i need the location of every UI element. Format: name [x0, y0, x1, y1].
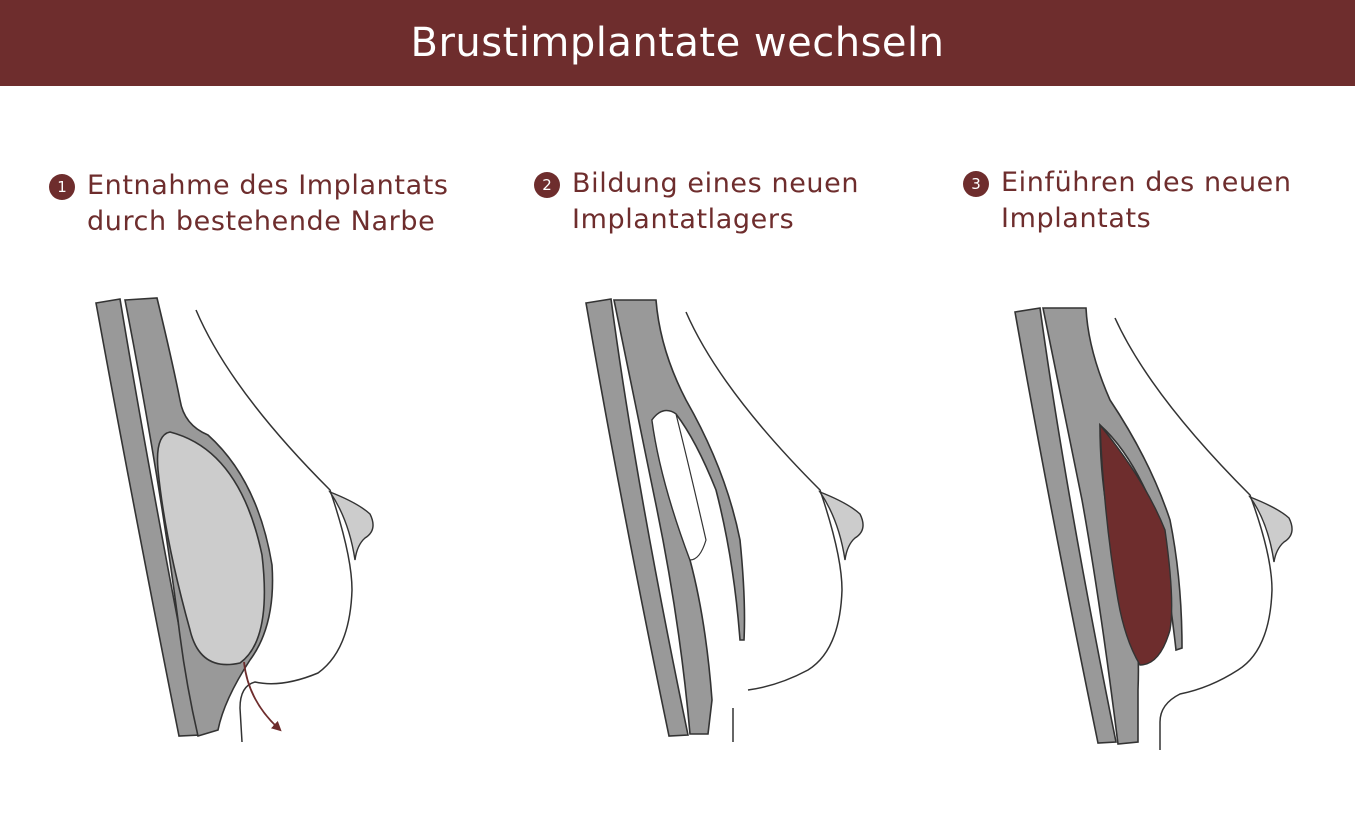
- step-3-text: Einführen des neuen Implantats: [1001, 165, 1292, 237]
- nipple: [818, 490, 864, 561]
- page-title: Brustimplantate wechseln: [410, 20, 945, 66]
- nipple: [328, 490, 374, 561]
- pectoral-muscle: [1042, 307, 1183, 745]
- skin-outline: [195, 309, 353, 743]
- new-pocket-cavity: [651, 410, 707, 561]
- step-3-line-2: Implantats: [1001, 203, 1152, 234]
- step-1-line-1: Entnahme des Implantats: [87, 170, 449, 201]
- step-2-line-2: Implantatlagers: [572, 204, 795, 235]
- title-banner: Brustimplantate wechseln: [0, 0, 1355, 86]
- step-3-caption: 3 Einführen des neuen Implantats: [963, 165, 1292, 237]
- step-3-number-badge: 3: [963, 171, 989, 197]
- step-1-line-2: durch bestehende Narbe: [87, 206, 436, 237]
- step-2-text: Bildung eines neuen Implantatlagers: [572, 166, 859, 238]
- chest-wall-rib-layer: [1014, 307, 1117, 744]
- step-3-line-1: Einführen des neuen: [1001, 167, 1292, 198]
- illustration-step-1: [95, 297, 374, 743]
- illustration-step-3: [1014, 307, 1293, 750]
- old-implant: [156, 431, 266, 666]
- step-1-number-badge: 1: [49, 174, 75, 200]
- step-2-line-1: Bildung eines neuen: [572, 168, 860, 199]
- skin-outline: [685, 311, 843, 691]
- nipple: [1248, 495, 1293, 563]
- skin-outline: [1114, 317, 1273, 750]
- step-2-caption: 2 Bildung eines neuen Implantatlagers: [534, 166, 859, 238]
- step-2-number-badge: 2: [534, 172, 560, 198]
- chest-wall-rib-layer: [585, 298, 689, 737]
- step-1-text: Entnahme des Implantats durch bestehende…: [87, 168, 449, 240]
- removal-arrow: [243, 661, 282, 732]
- illustration-step-2: [585, 298, 864, 742]
- step-1-caption: 1 Entnahme des Implantats durch bestehen…: [49, 168, 449, 240]
- new-implant: [1099, 422, 1173, 666]
